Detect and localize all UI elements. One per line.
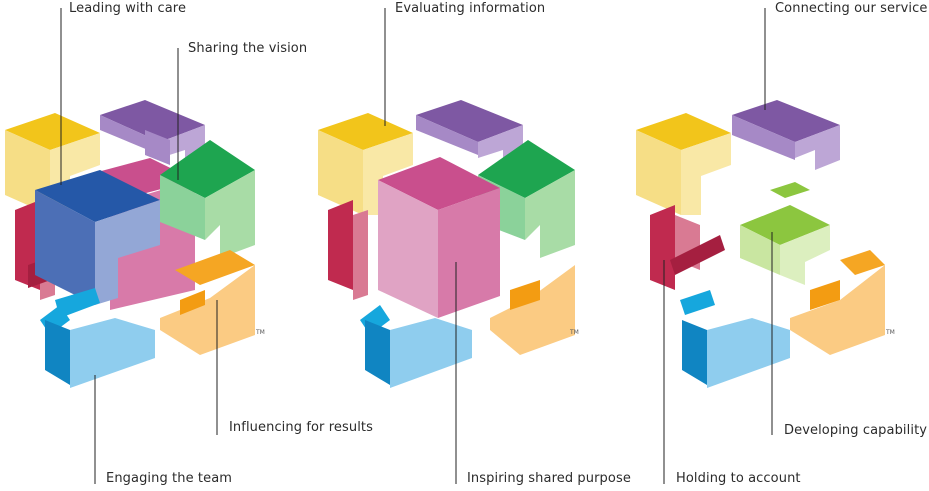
green-piece (160, 140, 255, 258)
label-inspiring-shared-purpose: Inspiring shared purpose (467, 471, 631, 486)
label-leading-with-care: Leading with care (69, 1, 187, 16)
purple-piece (732, 100, 840, 170)
orange-piece (160, 250, 255, 355)
label-holding-to-account: Holding to account (676, 471, 801, 486)
orange-piece (490, 265, 575, 355)
cyan-piece (40, 288, 155, 388)
label-developing-capability: Developing capability (784, 423, 928, 438)
yellow-piece (636, 113, 731, 215)
label-influencing-for-results: Influencing for results (229, 420, 373, 435)
trademark-3: TM (886, 329, 895, 336)
trademark-1: TM (256, 329, 265, 336)
leader-lines (60, 8, 773, 484)
crimson-piece (328, 200, 368, 300)
orange-piece (790, 250, 885, 355)
blue-piece (35, 170, 160, 305)
lime-piece (740, 182, 830, 285)
label-connecting-our-service: Connecting our service (775, 1, 928, 16)
label-sharing-the-vision: Sharing the vision (188, 41, 308, 56)
cyan-piece (680, 290, 790, 388)
crimson-piece (650, 205, 725, 290)
label-evaluating-information: Evaluating information (395, 1, 546, 16)
cube-3 (636, 100, 885, 388)
label-engaging-the-team: Engaging the team (106, 471, 233, 486)
cube-1 (5, 100, 255, 388)
purple-piece (100, 100, 205, 168)
cube-2 (318, 100, 575, 388)
yellow-piece (318, 113, 413, 215)
trademark-2: TM (570, 329, 579, 336)
cyan-piece (360, 305, 472, 388)
magenta-cube (378, 157, 500, 318)
